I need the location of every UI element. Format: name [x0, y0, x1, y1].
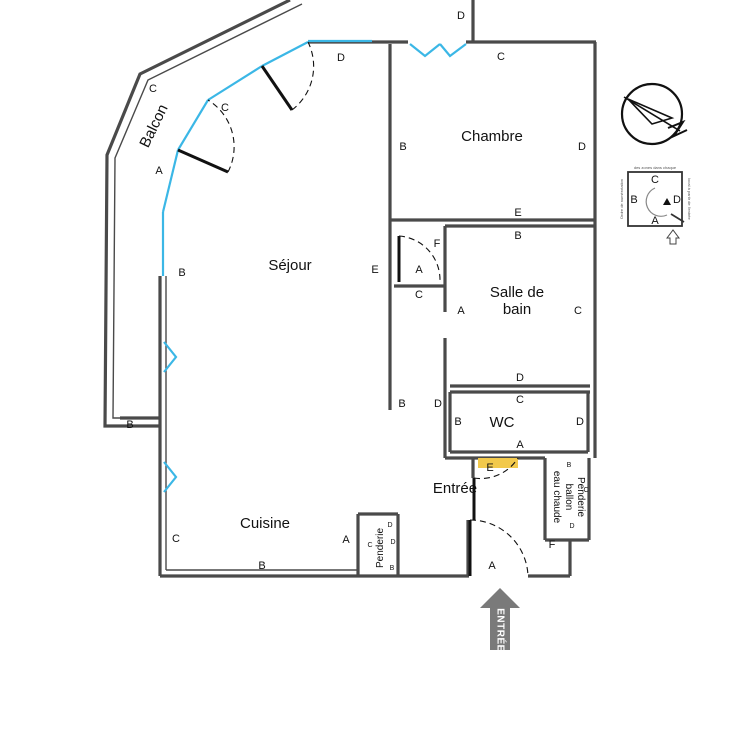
wall-letter: D	[576, 416, 584, 428]
wall-letter: D	[434, 398, 442, 410]
balcony-outline	[103, 0, 303, 428]
room-label-penderie-ballon-2: ballon	[563, 484, 574, 511]
room-label-sejour: Séjour	[268, 257, 311, 274]
outer-walls	[158, 0, 597, 578]
north-compass-icon	[620, 82, 688, 146]
room-label-penderie-ballon-1: Penderie	[575, 477, 586, 517]
wall-letter: F	[434, 238, 441, 250]
wall-letter-small: D	[387, 522, 392, 529]
wall-letter: C	[172, 533, 180, 545]
legend-top-note: des zones dans chaque	[634, 165, 677, 170]
wall-letter: B	[454, 416, 461, 428]
legend-letter-a: A	[651, 215, 659, 227]
legend-entry-arrow-icon	[666, 229, 680, 245]
room-label-penderie-ballon-3: eau chaude	[551, 471, 562, 524]
interior-walls	[120, 44, 595, 576]
room-label-entree: Entrée	[433, 480, 477, 497]
wall-letter: C	[221, 102, 229, 114]
wall-letter: A	[457, 305, 465, 317]
room-label-chambre: Chambre	[461, 128, 523, 145]
wall-letter: A	[342, 534, 350, 546]
legend-letter-c: C	[651, 174, 659, 186]
wall-letter: A	[516, 439, 524, 451]
wall-letter-small: B	[390, 565, 395, 572]
wall-letter: A	[415, 264, 423, 276]
numbering-legend: des zones dans chaque Ordre de numérotat…	[619, 165, 692, 245]
wall-letter: D	[516, 372, 524, 384]
room-label-balcon: Balcon	[136, 102, 171, 151]
wall-letter-small: C	[583, 487, 588, 494]
wall-letter-small: D	[569, 523, 574, 530]
wall-letter-small: B	[567, 462, 572, 469]
wall-letter: B	[398, 398, 405, 410]
wall-letter: E	[371, 264, 378, 276]
legend-letter-b: B	[630, 194, 637, 206]
room-label-salle-de-bain-1: Salle de	[490, 284, 544, 301]
entrance-arrow-label: ENTRÉE	[494, 608, 507, 652]
wall-letter: E	[486, 462, 493, 474]
wall-letter: B	[399, 141, 406, 153]
wall-letter: C	[415, 289, 423, 301]
wall-letter: F	[549, 539, 556, 551]
wall-letter: A	[155, 165, 163, 177]
wall-letter: D	[337, 52, 345, 64]
wall-letter-small: C	[367, 542, 372, 549]
doors	[177, 41, 529, 577]
wall-letter: C	[149, 83, 157, 95]
windows	[161, 39, 467, 493]
wall-letter: C	[574, 305, 582, 317]
wall-letter: E	[514, 207, 521, 219]
wall-letter: D	[578, 141, 586, 153]
wall-letter: B	[514, 230, 521, 242]
legend-letter-d: D	[673, 194, 681, 206]
wall-letter: B	[126, 419, 133, 431]
wall-letter: C	[497, 51, 505, 63]
legend-right-note: local à partir de l'entrée	[687, 178, 692, 220]
entrance-arrow-icon: ENTRÉE	[480, 588, 520, 652]
wall-letter: D	[457, 10, 465, 22]
room-label-salle-de-bain-2: bain	[503, 301, 531, 318]
room-label-cuisine: Cuisine	[240, 515, 290, 532]
wall-letters: D C C D A B B E B C B D E F A C B A C D …	[126, 10, 588, 572]
entree-e-highlight	[478, 458, 518, 468]
wall-letter: C	[516, 394, 524, 406]
room-label-penderie: Penderie	[375, 528, 386, 568]
wall-letter: B	[178, 267, 185, 279]
legend-left-note: Ordre de numérotation	[619, 179, 624, 219]
wall-letter-small: D	[390, 539, 395, 546]
wall-letter: B	[258, 560, 265, 572]
room-label-wc: WC	[490, 414, 515, 431]
wall-letter: A	[488, 560, 496, 572]
